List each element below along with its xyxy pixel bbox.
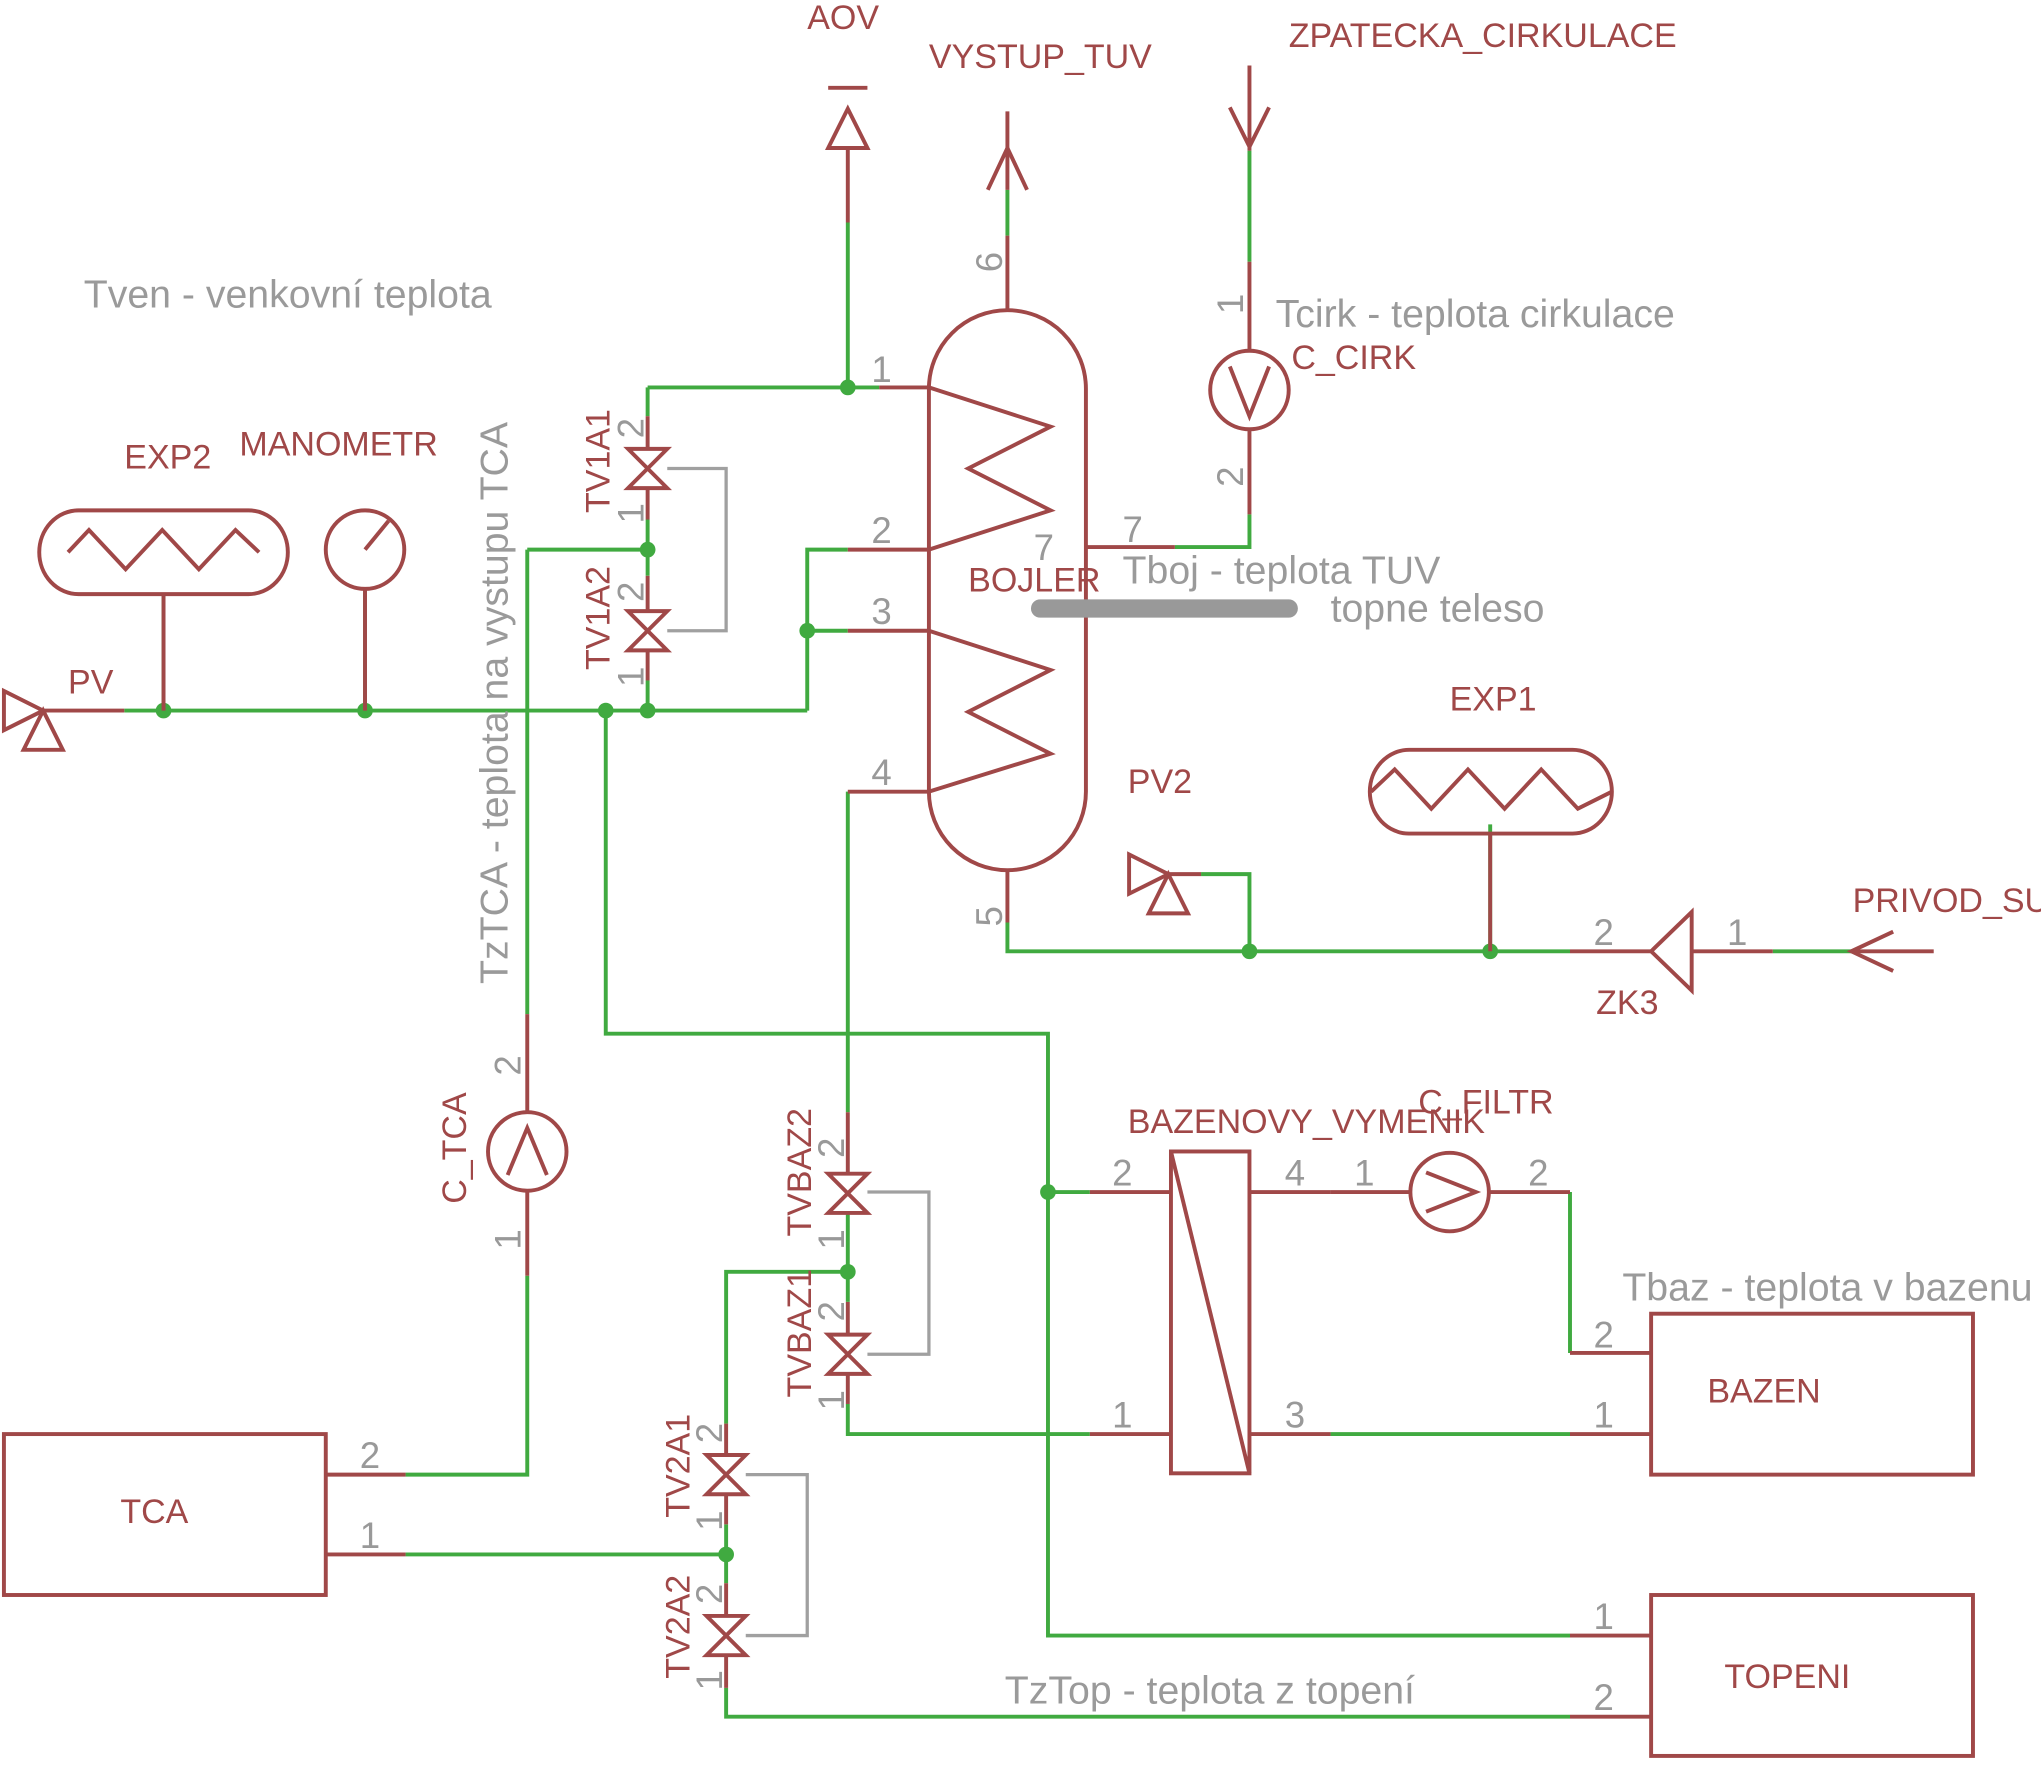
tv2a1-valve[interactable] [701, 1423, 751, 1525]
tv1a1-valve[interactable] [623, 416, 672, 520]
pin-label: 1 [689, 1670, 730, 1690]
note-tztca: TzTCA - teplota na vystupu TCA [473, 421, 517, 984]
c-filtr-pump[interactable] [1330, 1150, 1570, 1234]
pin-label: 2 [1594, 1677, 1614, 1718]
pin-label: 1 [811, 1229, 852, 1249]
bazenovy-vymenik-symbol [1089, 1149, 1331, 1476]
tvbaz-valve-link [867, 1190, 931, 1356]
vystup-tuv-arrow [986, 111, 1029, 191]
tvbaz2-valve[interactable] [823, 1112, 873, 1215]
bojler-symbol [847, 235, 1175, 923]
manometr-symbol [323, 508, 407, 711]
tv1a2-valve[interactable] [623, 575, 672, 681]
pin-label: 1 [811, 1390, 852, 1410]
pin-label: 4 [871, 752, 891, 793]
topeni-label: TOPENI [1724, 1658, 1850, 1696]
pin-label: 2 [811, 1301, 852, 1321]
pin-label: 1 [689, 1511, 730, 1531]
privod-suv-label: PRIVOD_SUV [1853, 882, 2041, 920]
net-wires [124, 150, 1852, 1719]
pin-label: 1 [871, 349, 891, 390]
aov-label: AOV [807, 0, 879, 37]
tca-block [1, 1432, 406, 1597]
pin-label: 2 [689, 1584, 730, 1604]
exp2-label: EXP2 [124, 439, 211, 477]
tv2-valve-link [745, 1472, 809, 1638]
pin-label: 2 [611, 418, 652, 438]
pin-label: 2 [488, 1055, 529, 1075]
pin-label: 1 [1112, 1395, 1132, 1436]
bojler-label: BOJLER [968, 562, 1100, 600]
pin-label: 7 [1034, 527, 1054, 568]
c-filtr-label: C_FILTR [1418, 1084, 1553, 1122]
bazen-block [1570, 1311, 1975, 1477]
pv-symbol [1, 687, 125, 752]
pin-label: 2 [689, 1423, 730, 1443]
pin-label: 3 [871, 591, 891, 632]
pin-label: 2 [871, 510, 891, 551]
zk3-label: ZK3 [1596, 984, 1658, 1022]
note-tven: Tven - venkovní teplota [84, 273, 492, 317]
pin-label: 2 [1528, 1152, 1548, 1193]
pin-label: 7 [1123, 509, 1143, 550]
pv2-symbol [1127, 851, 1202, 916]
tv2a1-label: TV2A1 [659, 1414, 697, 1518]
aov-symbol [824, 85, 871, 223]
pin-label: 1 [611, 503, 652, 523]
topeni-block [1570, 1593, 1975, 1758]
exp2-symbol [37, 508, 290, 711]
pin-label: 4 [1285, 1152, 1305, 1193]
note-topne-teleso: topne teleso [1331, 587, 1545, 631]
exp1-label: EXP1 [1450, 681, 1537, 719]
tv1a2-label: TV1A2 [580, 566, 618, 670]
note-tztop: TzTop - teplota z topení [1005, 1669, 1415, 1713]
note-tcirk: Tcirk - teplota cirkulace [1276, 292, 1675, 336]
tv2a2-valve[interactable] [701, 1583, 751, 1688]
c-tca-label: C_TCA [436, 1092, 474, 1204]
pin-label: 2 [811, 1138, 852, 1158]
zk3-symbol [1570, 907, 1773, 996]
pin-label: 5 [969, 906, 1010, 926]
pin-label: 1 [1594, 1395, 1614, 1436]
bazenovy-vymenik-label: BAZENOVY_VYMENIK [1128, 1103, 1485, 1141]
zpatecka-cirkulace-arrow [1228, 65, 1271, 152]
c-tca-pump[interactable] [486, 1014, 569, 1276]
pin-label: 1 [488, 1229, 529, 1249]
tvbaz2-label: TVBAZ2 [781, 1108, 819, 1236]
note-tbaz: Tbaz - teplota v bazenu [1622, 1266, 2032, 1310]
pin-label: 1 [611, 667, 652, 687]
privod-suv-arrow [1846, 929, 1934, 973]
pin-label: 2 [1210, 466, 1251, 486]
zpatecka-cirkulace-label: ZPATECKA_CIRKULACE [1289, 17, 1677, 55]
tvbaz1-valve[interactable] [823, 1301, 873, 1404]
pin-label: 1 [360, 1515, 380, 1556]
pin-label: 1 [1354, 1152, 1374, 1193]
pin-label: 2 [1112, 1152, 1132, 1193]
tv2a2-label: TV2A2 [659, 1575, 697, 1679]
c-cirk-pump[interactable] [1208, 261, 1291, 515]
tv1a1-label: TV1A1 [580, 409, 618, 513]
tca-label: TCA [120, 1493, 188, 1531]
pin-label: 2 [611, 582, 652, 602]
pin-label: 6 [969, 252, 1010, 272]
pin-label: 3 [1285, 1395, 1305, 1436]
pv-label: PV [68, 664, 114, 702]
c-cirk-label: C_CIRK [1291, 339, 1416, 377]
pin-label: 1 [1210, 294, 1251, 314]
pin-label: 2 [360, 1435, 380, 1476]
pin-label: 1 [1594, 1596, 1614, 1637]
exp1-symbol [1367, 747, 1614, 952]
tvbaz1-label: TVBAZ1 [781, 1269, 819, 1397]
vystup-tuv-label: VYSTUP_TUV [929, 38, 1152, 76]
manometr-label: MANOMETR [239, 425, 437, 463]
pin-label: 1 [1727, 912, 1747, 953]
pv2-label: PV2 [1128, 763, 1192, 801]
pin-label: 2 [1594, 1315, 1614, 1356]
note-tboj: Tboj - teplota TUV [1123, 549, 1441, 593]
tv1-valve-link [667, 466, 728, 633]
bazen-label: BAZEN [1707, 1373, 1820, 1411]
pin-label: 2 [1594, 912, 1614, 953]
